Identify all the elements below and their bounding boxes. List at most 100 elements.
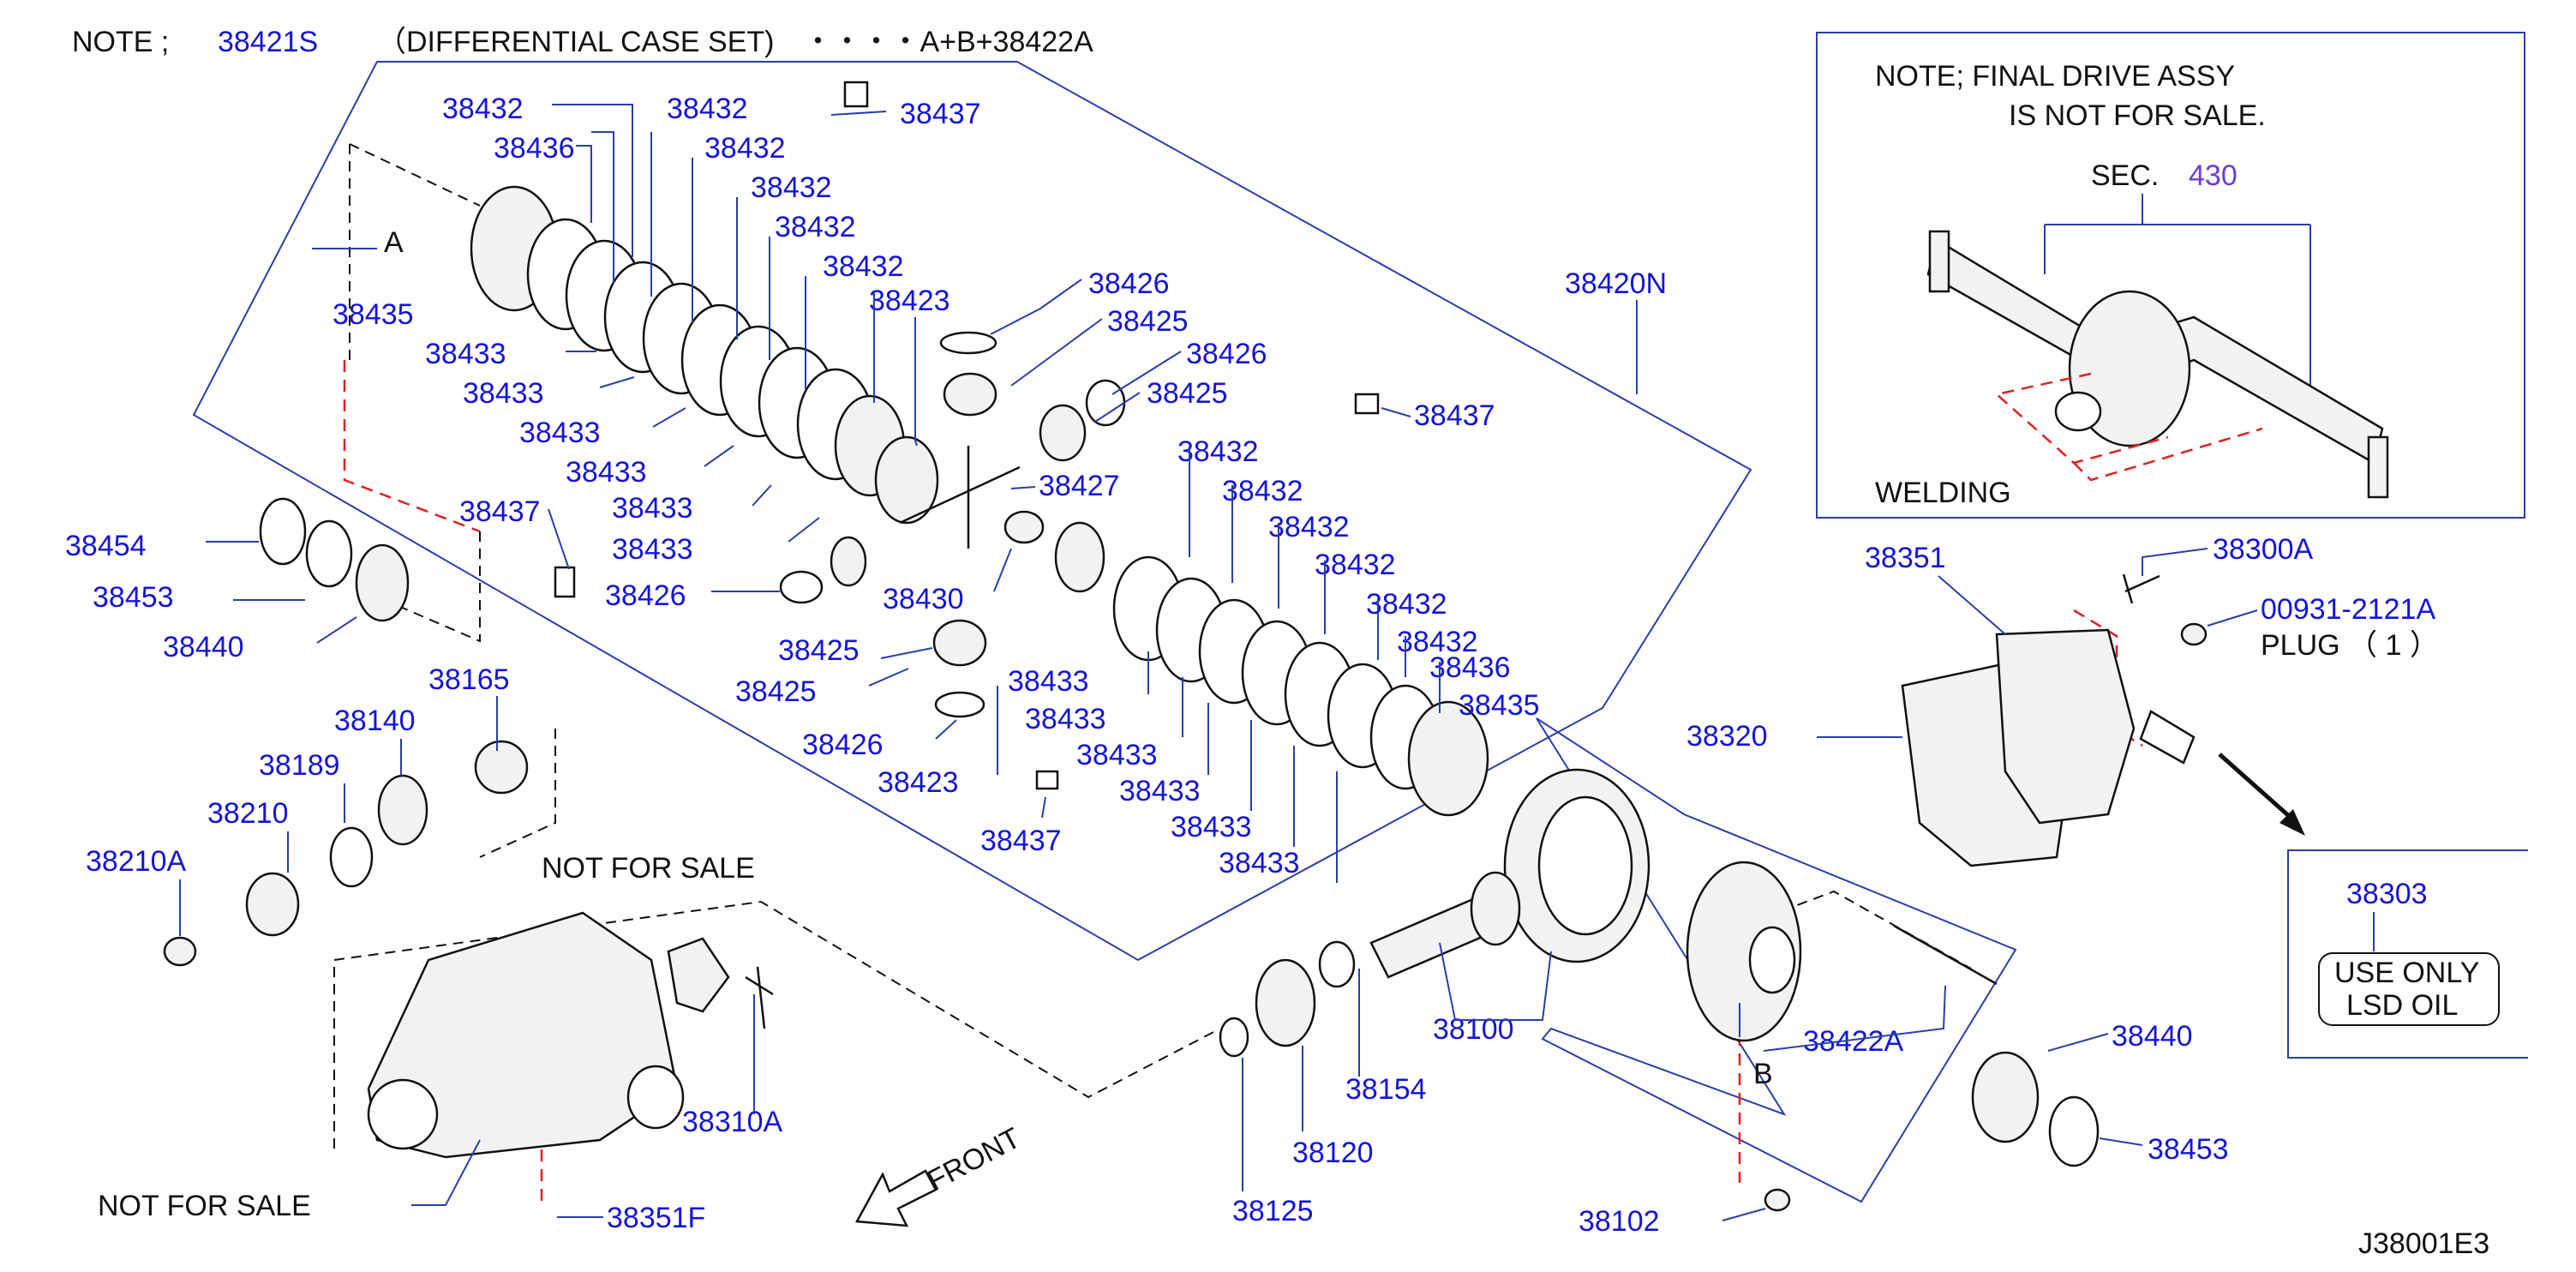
part-label[interactable]: 38300A: [2213, 533, 2314, 566]
part-label[interactable]: 38125: [1232, 1195, 1314, 1227]
part-label[interactable]: 38433: [1025, 703, 1106, 735]
part-label[interactable]: 38432: [667, 93, 748, 125]
front-arrow-icon: [854, 1169, 938, 1227]
part-label[interactable]: 38189: [259, 749, 340, 782]
part-label[interactable]: 38440: [2112, 1020, 2193, 1053]
side-gear: [1054, 521, 1105, 593]
part-label[interactable]: 38426: [1186, 338, 1267, 370]
small-clip: [1035, 770, 1059, 790]
pinion-shaft-cross: [899, 446, 1021, 549]
part-label[interactable]: 38432: [1366, 588, 1447, 621]
inset-sec-number[interactable]: 430: [2189, 159, 2238, 192]
companion-flange: [474, 740, 529, 795]
ring-and-pinion: [1219, 768, 1650, 1058]
part-label[interactable]: 38432: [823, 250, 904, 283]
part-label[interactable]: 38432: [775, 211, 856, 243]
part-label[interactable]: 38435: [332, 298, 414, 331]
clutch-pack-right: [1112, 555, 1489, 817]
part-label[interactable]: 38430: [883, 583, 964, 615]
letter-b: B: [1753, 1058, 1773, 1090]
part-label[interactable]: 38426: [802, 729, 884, 761]
part-label[interactable]: 38433: [1076, 739, 1158, 771]
part-label[interactable]: 38432: [1315, 549, 1396, 581]
part-label[interactable]: 38100: [1433, 1013, 1514, 1046]
part-label[interactable]: 38423: [878, 766, 959, 799]
part-label[interactable]: 38433: [1008, 665, 1089, 698]
part-label[interactable]: 38210A: [86, 845, 187, 878]
part-label[interactable]: 38420N: [1565, 267, 1667, 300]
side-bearing-right: [1971, 1051, 2040, 1143]
part-label[interactable]: 38440: [163, 631, 244, 663]
axle-pinion-bore: [2054, 391, 2102, 432]
part-label[interactable]: 38210: [207, 797, 289, 830]
pinion-shaft-piece: [1003, 510, 1045, 544]
part-label[interactable]: 38154: [1345, 1073, 1427, 1106]
part-label[interactable]: 38435: [1459, 689, 1540, 722]
part-label[interactable]: 38426: [1088, 267, 1170, 300]
part-label[interactable]: 38432: [1222, 475, 1303, 507]
diff-case-body: [1686, 861, 1802, 1042]
part-label[interactable]: 38425: [778, 634, 860, 667]
oil-box-frame: [2287, 849, 2528, 1059]
rear-cover-plate: [1995, 628, 2136, 825]
part-label[interactable]: 38432: [751, 171, 832, 204]
part-label[interactable]: 38436: [494, 132, 575, 165]
part-label[interactable]: 38102: [1579, 1205, 1660, 1238]
note-part-number[interactable]: 38421S: [218, 26, 318, 58]
part-label[interactable]: 38423: [869, 285, 950, 317]
side-gear: [874, 435, 939, 525]
part-label[interactable]: 38432: [1397, 626, 1478, 658]
small-clip: [554, 566, 576, 598]
part-label[interactable]: 38432: [1177, 435, 1259, 468]
part-label[interactable]: 38425: [1147, 377, 1228, 410]
part-label[interactable]: 38140: [334, 705, 416, 737]
part-label[interactable]: 38453: [2148, 1133, 2229, 1166]
part-label[interactable]: 38425: [1107, 305, 1189, 338]
part-label[interactable]: 38433: [566, 456, 647, 489]
part-label[interactable]: 38351: [1865, 542, 1946, 574]
part-label[interactable]: 38437: [900, 98, 981, 130]
pinion-seal: [245, 872, 300, 937]
part-label[interactable]: 38454: [65, 530, 147, 562]
part-label[interactable]: 38436: [1429, 651, 1511, 684]
part-label[interactable]: 38432: [1268, 511, 1350, 543]
part-label[interactable]: 38437: [1414, 399, 1495, 432]
drain-plug: [2180, 622, 2208, 646]
part-label[interactable]: 38165: [428, 663, 510, 696]
oil-label-line1: USE ONLY: [2334, 957, 2479, 989]
part-label[interactable]: 38310A: [682, 1106, 783, 1138]
inset-sec-label: SEC.: [2091, 159, 2159, 192]
diff-case: [1686, 861, 2100, 1212]
part-label[interactable]: 38433: [1219, 847, 1300, 879]
part-label[interactable]: 38453: [93, 581, 174, 614]
part-label[interactable]: 38422A: [1803, 1025, 1904, 1058]
part-label[interactable]: 38432: [442, 93, 524, 125]
thrust-washer: [779, 570, 824, 604]
thrust-washer: [934, 691, 985, 718]
oil-box-part[interactable]: 38303: [2346, 878, 2428, 910]
part-label[interactable]: 38351F: [607, 1202, 705, 1234]
part-label[interactable]: 38426: [605, 579, 686, 612]
plug-part-number[interactable]: 00931-2121A: [2261, 593, 2436, 626]
part-label[interactable]: 38427: [1039, 470, 1120, 502]
side-case-right: [1407, 700, 1489, 817]
part-label[interactable]: 38437: [459, 495, 541, 528]
part-label[interactable]: 38433: [612, 492, 693, 525]
part-label[interactable]: 38433: [612, 533, 693, 566]
part-label[interactable]: 38425: [735, 675, 817, 708]
bolt-head: [1764, 1188, 1791, 1212]
inset-weld-dash-2: [2073, 427, 2263, 482]
part-label[interactable]: 38320: [1686, 720, 1768, 753]
part-label[interactable]: 38433: [463, 377, 544, 410]
part-label[interactable]: 38432: [704, 132, 786, 165]
part-label[interactable]: 38433: [519, 417, 601, 449]
bearing-cap: [667, 937, 730, 1013]
part-label[interactable]: 38437: [980, 825, 1062, 857]
part-label[interactable]: 38433: [425, 338, 506, 370]
oil-label: [2318, 952, 2500, 1026]
axle-assembly-icon: [1926, 230, 2389, 499]
part-label[interactable]: 38433: [1119, 775, 1201, 807]
dashed-leader-pinion: [479, 729, 556, 858]
part-label[interactable]: 38120: [1292, 1137, 1374, 1169]
part-label[interactable]: 38433: [1171, 811, 1252, 843]
